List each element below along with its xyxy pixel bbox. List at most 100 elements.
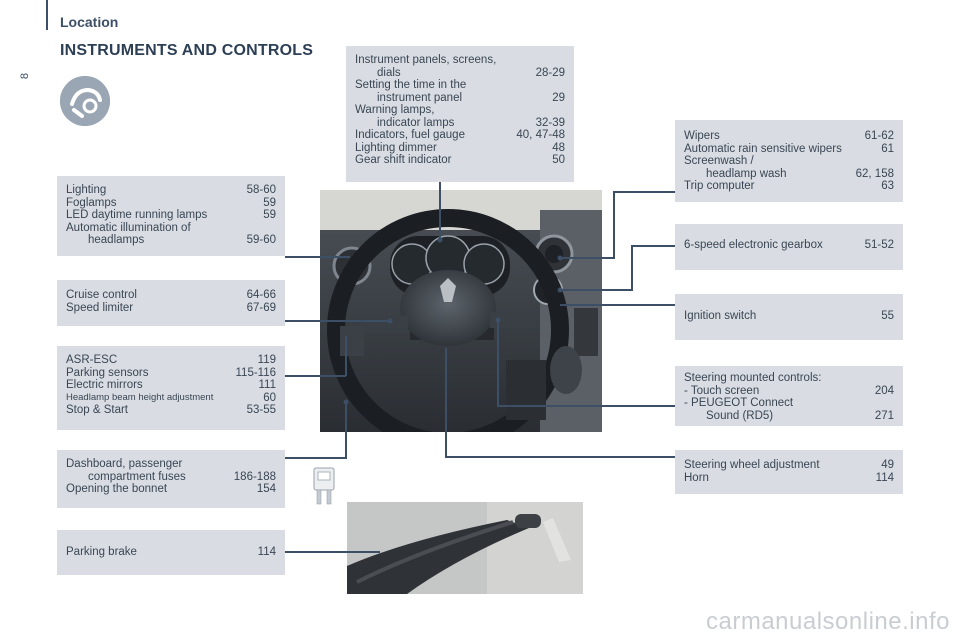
index-label: Parking sensors — [66, 366, 149, 379]
page-reference: 53-55 — [246, 404, 276, 416]
index-row: instrument panel 29 — [355, 92, 565, 105]
index-row: indicator lamps 32-39 — [355, 117, 565, 130]
index-row: Headlamp beam height adjustment 60 — [66, 392, 276, 405]
index-label: Cruise control — [66, 289, 137, 301]
watermark: carmanualsonline.info — [706, 608, 950, 635]
page-reference: 32-39 — [535, 116, 565, 129]
steering-controls-box: Steering mounted controls:- Touch screen… — [675, 366, 903, 426]
page-reference: 29 — [552, 91, 565, 104]
index-row: 6-speed electronic gearbox 51-52 — [684, 239, 894, 252]
page-reference: 114 — [257, 546, 276, 558]
index-row: Parking sensors 115-116 — [66, 367, 276, 380]
index-row: Screenwash / — [684, 155, 894, 168]
section-label: Location — [60, 14, 119, 30]
gearbox-box: 6-speed electronic gearbox 51-52 — [675, 224, 903, 270]
page-reference: 58-60 — [246, 184, 276, 196]
page-reference: 59-60 — [246, 234, 276, 246]
page-title: INSTRUMENTS AND CONTROLS — [60, 42, 314, 59]
index-label: headlamp wash — [706, 167, 787, 180]
page-reference: 48 — [552, 141, 565, 154]
index-label: - PEUGEOT Connect — [684, 397, 794, 409]
page-reference: 115-116 — [235, 366, 277, 379]
index-row: Instrument panels, screens, — [355, 54, 565, 67]
index-row: Warning lamps, — [355, 104, 565, 117]
index-label: Screenwash / — [684, 155, 754, 167]
index-label: Warning lamps, — [355, 104, 435, 116]
index-row: Setting the time in the — [355, 79, 565, 92]
index-label: ASR-ESC — [66, 354, 118, 366]
parking-brake-photo — [347, 502, 583, 594]
index-label: Steering wheel adjustment — [684, 459, 820, 471]
index-row: Horn 114 — [684, 472, 894, 485]
index-label: instrument panel — [377, 91, 463, 104]
index-row: Speed limiter 67-69 — [66, 302, 276, 315]
index-label: Wipers — [684, 130, 720, 142]
index-label: Dashboard, passenger — [66, 458, 183, 470]
page-reference: 61 — [881, 142, 894, 155]
car-interior-icon — [60, 76, 110, 126]
index-label: Lighting dimmer — [355, 141, 437, 154]
index-row: - Touch screen 204 — [684, 385, 894, 398]
index-row: - PEUGEOT Connect — [684, 397, 894, 410]
index-label: Indicators, fuel gauge — [355, 129, 465, 141]
index-row: Ignition switch 55 — [684, 310, 894, 323]
page-reference: 49 — [881, 459, 894, 471]
page-reference: 114 — [875, 471, 894, 484]
index-row: Steering mounted controls: — [684, 372, 894, 385]
index-label: Sound (RD5) — [706, 409, 774, 422]
index-label: Electric mirrors — [66, 379, 143, 391]
page-reference: 204 — [874, 384, 894, 397]
page-reference: 64-66 — [246, 289, 276, 301]
index-label: Horn — [684, 471, 709, 484]
page-reference: 186-188 — [233, 470, 276, 483]
page-reference: 28-29 — [535, 66, 565, 79]
index-label: - Touch screen — [684, 384, 760, 397]
index-label: LED daytime running lamps — [66, 209, 208, 221]
index-label: Steering mounted controls: — [684, 372, 822, 384]
page-reference: 55 — [881, 310, 894, 322]
index-row: Automatic illumination of — [66, 222, 276, 235]
index-label: Opening the bonnet — [66, 483, 168, 495]
index-label: Stop & Start — [66, 404, 129, 416]
index-row: Indicators, fuel gauge 40, 47-48 — [355, 129, 565, 142]
page-reference: 59 — [263, 209, 276, 221]
index-label: headlamps — [88, 234, 145, 246]
index-label: indicator lamps — [377, 116, 455, 129]
page-reference: 154 — [256, 483, 276, 495]
index-label: 6-speed electronic gearbox — [684, 239, 823, 251]
page-reference: 40, 47-48 — [516, 129, 565, 141]
page-reference: 60 — [263, 391, 276, 404]
index-row: Cruise control 64-66 — [66, 289, 276, 302]
index-label: Instrument panels, screens, — [355, 54, 497, 66]
index-label: Setting the time in the — [355, 79, 467, 91]
page-reference: 51-52 — [864, 239, 894, 251]
index-row: Lighting 58-60 — [66, 184, 276, 197]
index-label: Automatic illumination of — [66, 221, 191, 234]
index-label: compartment fuses — [88, 470, 186, 483]
index-label: Ignition switch — [684, 310, 757, 322]
index-row: Lighting dimmer 48 — [355, 142, 565, 155]
index-label: Speed limiter — [66, 301, 134, 314]
index-label: Headlamp beam height adjustment — [66, 391, 214, 403]
page-reference: 67-69 — [246, 301, 276, 314]
index-label: Trip computer — [684, 180, 755, 192]
index-row: ASR-ESC 119 — [66, 354, 276, 367]
page-reference: 62, 158 — [855, 167, 894, 180]
page-reference: 271 — [874, 409, 894, 422]
index-label: Gear shift indicator — [355, 154, 452, 166]
index-label: Lighting — [66, 184, 107, 196]
ignition-box: Ignition switch 55 — [675, 294, 903, 340]
page-reference: 119 — [257, 354, 276, 366]
